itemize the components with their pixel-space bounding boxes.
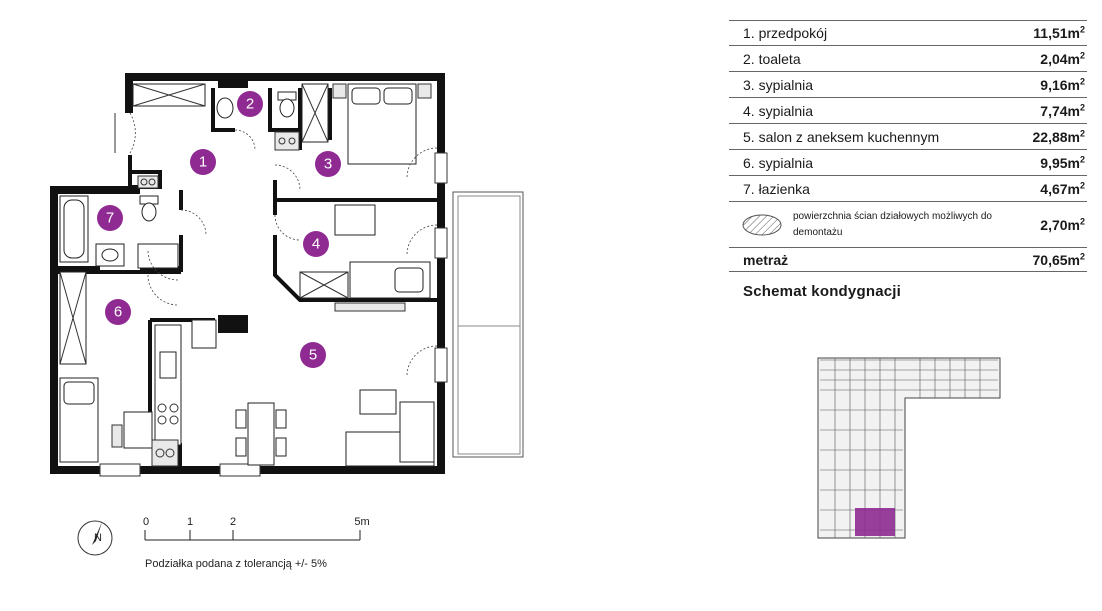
floor-plan: 1 2 3 4 5 6 7 N 0 1 2 5m Podziałka podan… bbox=[50, 73, 524, 570]
bedroom-3-furniture bbox=[301, 83, 432, 165]
bedroom-4-furniture bbox=[299, 204, 431, 312]
badge-4: 4 bbox=[303, 231, 329, 257]
schemat-title: Schemat kondygnacji bbox=[743, 283, 902, 300]
outer-walls bbox=[50, 73, 445, 474]
north-compass-icon: N bbox=[77, 520, 113, 556]
scale-tick-5: 5m bbox=[354, 516, 369, 528]
kitchen-furniture bbox=[123, 315, 248, 467]
scale-bar: 0 1 2 5m bbox=[143, 516, 370, 541]
living-furniture bbox=[345, 389, 435, 467]
badge-1: 1 bbox=[190, 149, 216, 175]
svg-text:1: 1 bbox=[199, 154, 207, 171]
scale-tick-2: 2 bbox=[230, 516, 236, 528]
scale-tick-0: 0 bbox=[143, 516, 149, 528]
svg-text:3: 3 bbox=[324, 156, 332, 173]
tolerance-note: Podziałka podana z tolerancją +/- 5% bbox=[145, 558, 327, 570]
entry-door bbox=[129, 112, 136, 154]
svg-text:7: 7 bbox=[106, 210, 114, 227]
svg-text:4: 4 bbox=[312, 236, 320, 253]
balcony bbox=[452, 191, 524, 458]
scale-tick-1: 1 bbox=[187, 516, 193, 528]
hatched-pattern-icon bbox=[742, 214, 782, 235]
badge-3: 3 bbox=[315, 151, 341, 177]
bedroom-6-furniture bbox=[59, 271, 123, 463]
floor-schematic bbox=[817, 357, 1001, 539]
badge-6: 6 bbox=[105, 299, 131, 325]
badge-2: 2 bbox=[237, 91, 263, 117]
windows bbox=[99, 147, 448, 477]
unit-highlight bbox=[855, 508, 895, 536]
legend-row-removable-walls: powierzchnia ścian działowych możliwych … bbox=[729, 202, 1087, 248]
svg-text:2: 2 bbox=[246, 96, 254, 113]
svg-text:6: 6 bbox=[114, 304, 122, 321]
dining-set bbox=[235, 402, 287, 466]
badge-5: 5 bbox=[300, 342, 326, 368]
svg-text:5: 5 bbox=[309, 347, 317, 364]
svg-text:N: N bbox=[94, 532, 102, 544]
badge-7: 7 bbox=[97, 205, 123, 231]
toilet-fixtures bbox=[216, 91, 300, 151]
bathroom-fixtures bbox=[59, 175, 179, 269]
